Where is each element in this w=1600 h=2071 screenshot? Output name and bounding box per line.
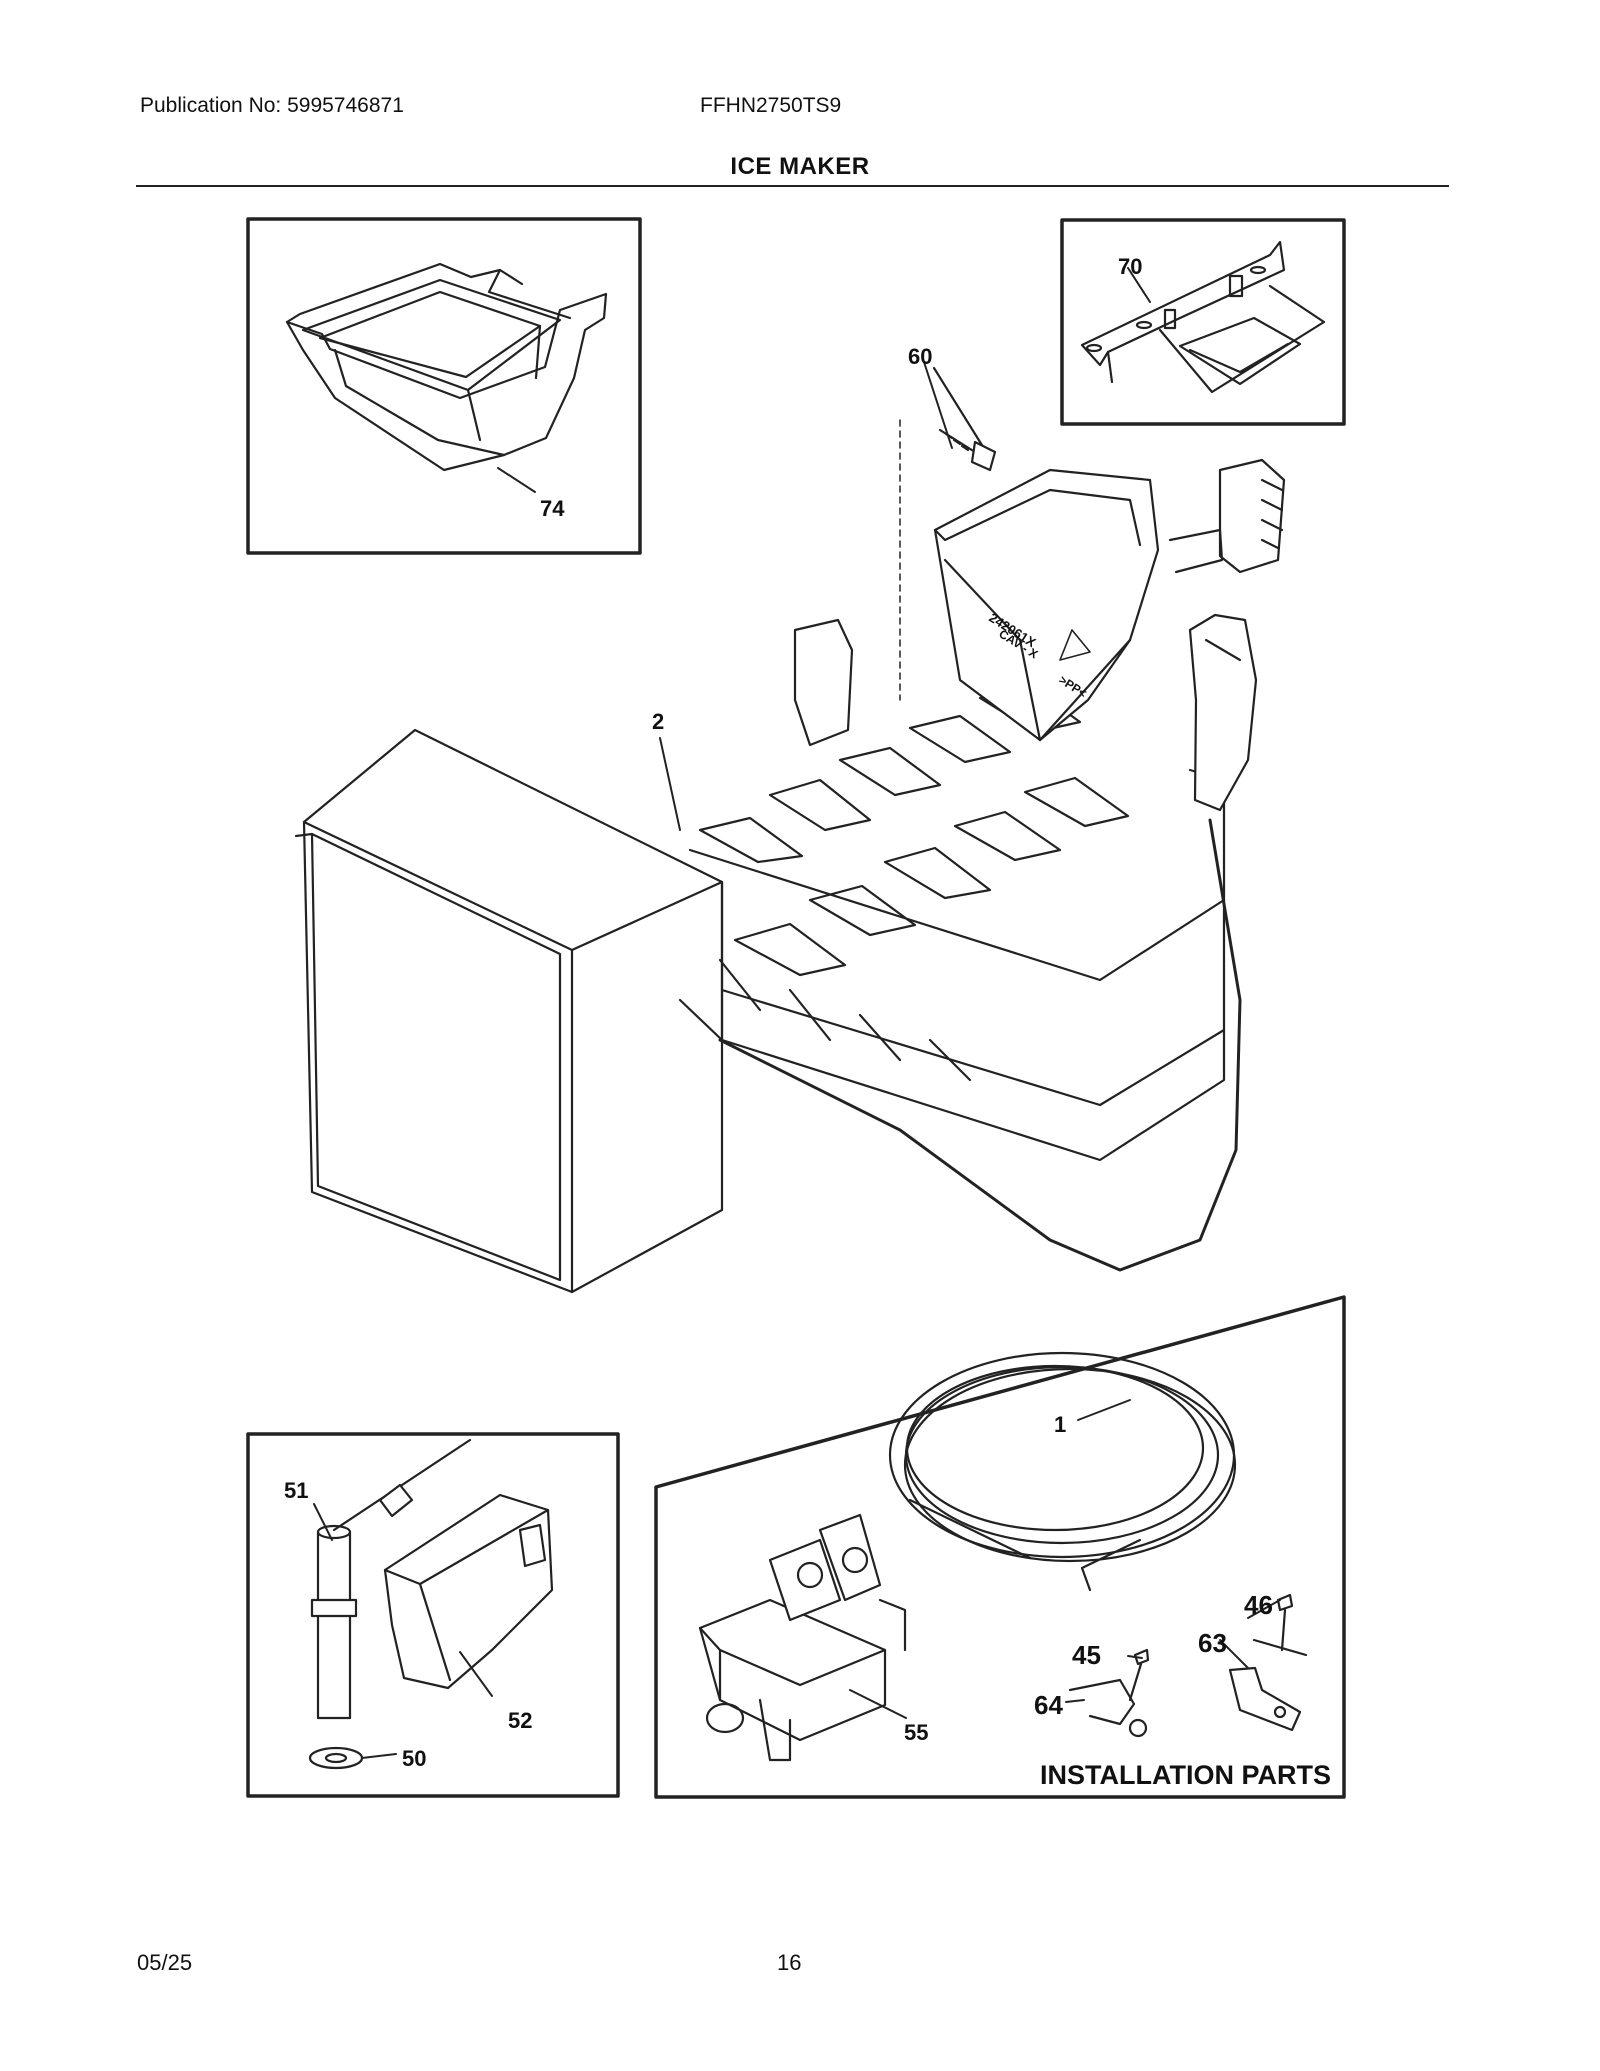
callout-1: 1 xyxy=(1054,1412,1066,1437)
callout-55: 55 xyxy=(904,1720,928,1745)
callout-63: 63 xyxy=(1198,1628,1227,1658)
installation-parts-panel xyxy=(654,1295,1346,1799)
water-tubing-part xyxy=(888,1351,1237,1592)
detail-box-74 xyxy=(246,217,642,555)
callout-60: 60 xyxy=(908,344,932,369)
recycle-triangle-icon xyxy=(1059,629,1091,661)
ice-bucket-part xyxy=(285,262,608,472)
detail-box-50-51-52 xyxy=(246,1432,620,1798)
installation-parts-label: INSTALLATION PARTS xyxy=(1040,1760,1331,1790)
header-divider xyxy=(136,185,1449,187)
callout-51: 51 xyxy=(284,1478,308,1503)
section-title: ICE MAKER xyxy=(730,153,870,180)
callout-70: 70 xyxy=(1118,254,1142,279)
callout-46: 46 xyxy=(1244,1590,1273,1620)
callout-52: 52 xyxy=(508,1708,532,1733)
fill-tube-part xyxy=(308,1438,472,1770)
clamp-and-screws-part xyxy=(1068,1593,1308,1738)
model-number: FFHN2750TS9 xyxy=(700,94,842,117)
callout-64: 64 xyxy=(1034,1690,1063,1720)
callout-50: 50 xyxy=(402,1746,426,1771)
callout-leaders xyxy=(313,267,1281,1759)
callout-45: 45 xyxy=(1072,1640,1101,1670)
footer-date: 05/25 xyxy=(137,1950,193,1975)
ice-maker-assembly-part xyxy=(294,458,1286,1294)
detail-box-70 xyxy=(1060,218,1346,426)
callout-74: 74 xyxy=(540,496,565,521)
footer-page-number: 16 xyxy=(777,1950,802,1975)
mounting-bracket-part xyxy=(1080,240,1326,394)
fill-tube-cover-part xyxy=(383,1493,554,1690)
water-valve-part xyxy=(698,1513,907,1762)
callout-2: 2 xyxy=(652,709,664,734)
publication-number: Publication No: 5995746871 xyxy=(140,94,404,117)
